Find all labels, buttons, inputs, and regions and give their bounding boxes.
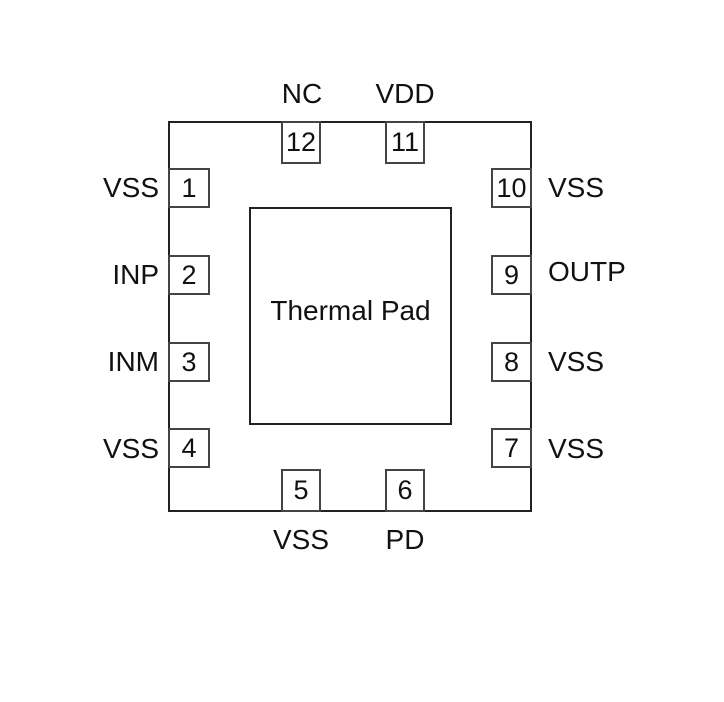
pin-2-box: 2: [168, 255, 210, 295]
thermal-pad-label: Thermal Pad: [270, 295, 431, 326]
pin-7-label: VSS: [548, 433, 605, 464]
pin-1-number: 1: [181, 172, 197, 203]
pin-2-label: INP: [112, 259, 159, 290]
pin-3-label: INM: [107, 346, 159, 377]
pin-11-number: 11: [390, 127, 420, 157]
pin-8-box: 8: [491, 342, 532, 382]
pin-8-number: 8: [503, 346, 520, 377]
pin-9-number: 9: [503, 259, 520, 290]
pin-11-label: VDD: [375, 78, 435, 109]
pin-10-label: VSS: [548, 172, 605, 203]
pin-10-box: 10: [491, 168, 532, 208]
pin-7-number: 7: [503, 432, 520, 463]
pin-7-box: 7: [491, 428, 532, 468]
thermal-pad: Thermal Pad: [249, 207, 452, 425]
pin-2-number: 2: [181, 259, 197, 290]
pin-1-label: VSS: [102, 172, 159, 203]
pin-8-label: VSS: [548, 346, 605, 377]
pin-12-number: 12: [285, 127, 317, 157]
pin-4-box: 4: [168, 428, 210, 468]
pin-3-number: 3: [181, 346, 197, 377]
pin-9-box: 9: [491, 255, 532, 295]
pin-1-box: 1: [168, 168, 210, 208]
pin-3-box: 3: [168, 342, 210, 382]
pin-9-label: OUTP: [548, 256, 626, 287]
pin-6-label: PD: [385, 524, 425, 555]
pin-4-label: VSS: [102, 433, 159, 464]
pin-12-label: NC: [281, 78, 323, 109]
pin-5-box: 5: [281, 469, 321, 512]
pin-4-number: 4: [181, 432, 197, 463]
pin-12-box: 12: [281, 121, 321, 164]
pin-5-number: 5: [293, 475, 309, 505]
pin-11-box: 11: [385, 121, 425, 164]
pin-6-box: 6: [385, 469, 425, 512]
package-outline: [168, 121, 532, 512]
pin-5-label: VSS: [272, 524, 330, 555]
pin-6-number: 6: [397, 475, 413, 505]
pin-10-number: 10: [496, 172, 527, 203]
